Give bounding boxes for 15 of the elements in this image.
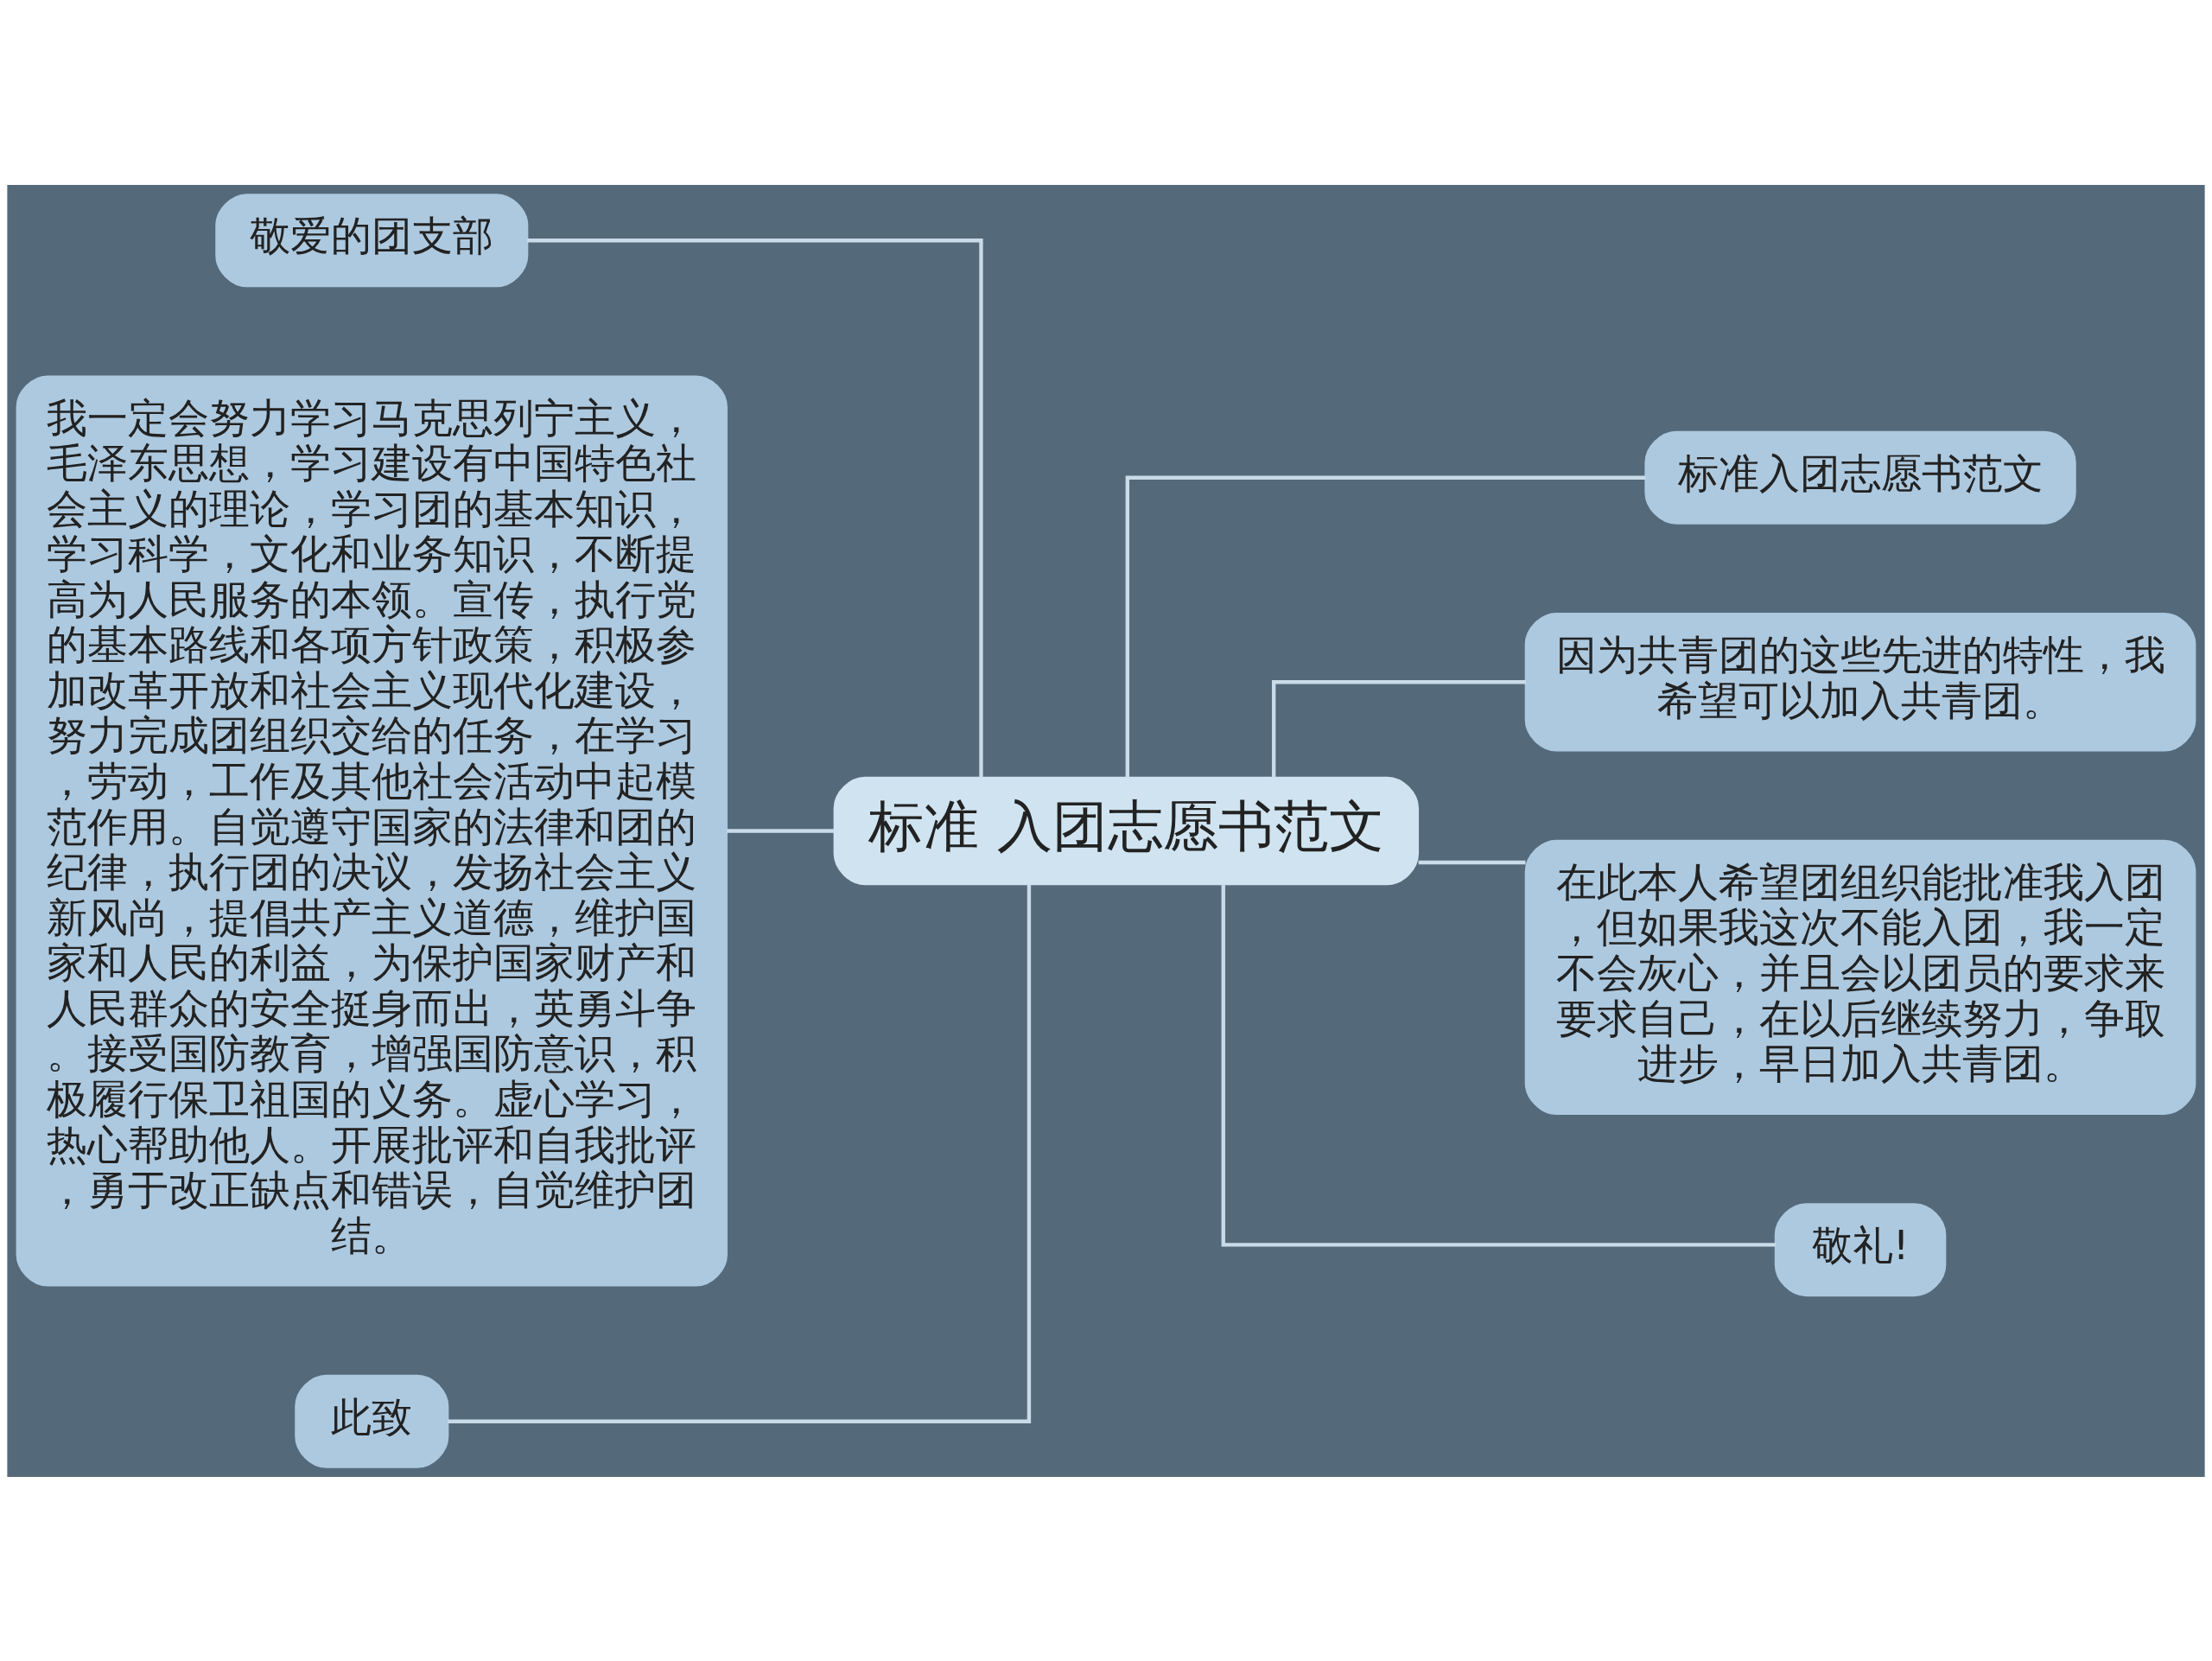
node-box: 标准入团志愿书范文: [1644, 430, 2076, 525]
node-box: 此致: [295, 1374, 449, 1468]
connector: [448, 883, 1032, 1423]
node-box: 因为共青团的这些先进的特性，我希望可以加入共青团。: [1524, 612, 2196, 751]
node-box: 在此本人希望团组织能批准我入团，但如果我这次不能入团，我一定不会灰心，并且会以团员的要求来要求自己，在以后继续努力，争取进步，早日加入共青团。: [1524, 839, 2196, 1115]
connector: [727, 828, 835, 833]
connector: [1125, 475, 1646, 777]
node-box: 敬礼!: [1774, 1202, 1947, 1296]
node-box: 敬爱的团支部: [215, 193, 529, 287]
node-box: 我一定会努力学习马克思列宁主义，毛泽东思想，学习建设有中国特色社会主义的理论，学习团的基本知识，学习科学，文化和业务知识，不断提高为人民服务的本领。宣传，执行党的基本路线和各项方针政策，积极参加改革开放和社会主义现代化建设，努力完成团组织交给的任务，在学习，劳动，工作及其他社会活动中起模范作用。自觉遵守国家的法律和团的纪律，执行团的决议，发扬社会主义新风尚，提倡共产主义道德，维护国家和人民的利益，为保护国家财产和人民群众的安全挺身而出，英勇斗争。接受国防教育，增强国防意识，积极履行保卫祖国的义务。虚心学习，热心帮助他人。开展批评和自我批评，勇于改正缺点和错误，自觉维护团结。: [16, 374, 728, 1287]
connector: [527, 238, 983, 778]
node-box: 标准 入团志愿书范文: [833, 776, 1420, 885]
connector: [1221, 883, 1777, 1247]
connector: [1418, 860, 1526, 864]
connector: [1272, 679, 1526, 777]
